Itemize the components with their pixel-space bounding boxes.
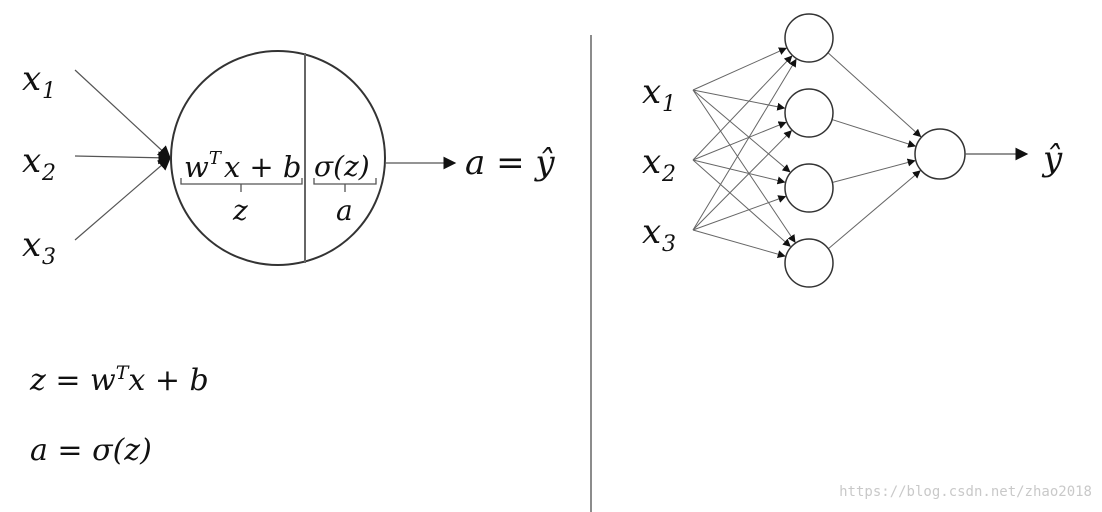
edge-h2-out (826, 117, 916, 148)
svg-text:x: x (22, 141, 41, 181)
svg-text:3: 3 (42, 245, 56, 270)
right-input-x1: x 1 (642, 72, 676, 117)
hidden-unit-1 (784, 13, 834, 63)
edge-x1-neuron (74, 69, 171, 159)
edge-x1-h3 (692, 89, 791, 173)
activation-label-a: a (336, 194, 353, 227)
svg-text:1: 1 (42, 79, 56, 104)
watermark: https://blog.csdn.net/zhao2018 (839, 484, 1092, 500)
edge-h4-out (826, 170, 921, 251)
edge-h3-out (826, 158, 916, 185)
activation-term: σ(z) (314, 150, 370, 183)
svg-text:x: x (642, 212, 661, 252)
svg-text:2: 2 (661, 162, 676, 187)
edge-x3-h2 (692, 130, 792, 231)
edge-h1-out (826, 51, 922, 138)
left-input-x3: x 3 (22, 225, 56, 270)
left-input-x2: x 2 (22, 141, 56, 186)
hidden-unit-3 (784, 163, 834, 213)
edge-x1-h2 (692, 89, 786, 111)
svg-text:wTx + b: wTx + b (184, 148, 302, 184)
edge-x3-h4 (692, 229, 786, 259)
edge-x3-h3 (692, 195, 787, 231)
linear-brace (180, 178, 303, 192)
edge-x2-h1 (692, 55, 793, 161)
equation-a: a = σ(z) (30, 433, 152, 468)
svg-text:2: 2 (41, 161, 56, 186)
edge-x3-neuron (74, 157, 171, 241)
edge-x2-neuron (74, 151, 172, 165)
input-to-hidden-edges (692, 47, 797, 259)
hidden-unit-2 (784, 88, 834, 138)
edge-x2-h3 (692, 159, 786, 185)
right-input-x2: x 2 (642, 142, 676, 187)
svg-text:x: x (22, 225, 41, 265)
svg-text:x: x (642, 142, 661, 182)
hidden-to-output-edges (826, 51, 922, 251)
edge-x2-h2 (692, 121, 787, 161)
svg-text:1: 1 (662, 92, 676, 117)
left-output-label: a = ŷ (465, 143, 555, 183)
hidden-unit-4 (784, 238, 834, 288)
activation-brace (313, 178, 377, 192)
edge-x2-h4 (692, 159, 791, 247)
neuron-circle (170, 50, 386, 266)
edge-x3-h1 (692, 58, 797, 231)
svg-text:3: 3 (662, 232, 676, 257)
output-unit (914, 128, 966, 180)
right-output-label: ŷ (1041, 139, 1063, 179)
svg-text:x: x (22, 59, 41, 99)
linear-label-z: z (232, 194, 248, 227)
edge-x1-h4 (692, 89, 796, 243)
left-input-x1: x 1 (22, 59, 56, 104)
svg-text:x: x (642, 72, 661, 112)
edge-x1-h1 (692, 47, 787, 91)
equation-z: z = wTx + b (30, 362, 209, 398)
right-input-x3: x 3 (642, 212, 676, 257)
